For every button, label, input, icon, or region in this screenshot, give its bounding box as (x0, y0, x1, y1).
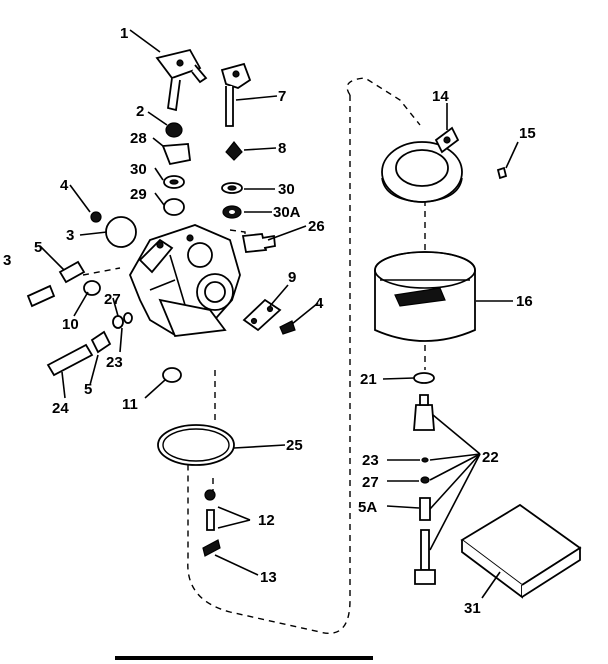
part-3-throttle-plate (90, 211, 137, 248)
label-21: 21 (360, 371, 377, 388)
label-14: 14 (432, 88, 449, 105)
label-5-lower: 5 (84, 381, 92, 398)
part-14-cover (381, 126, 508, 203)
part-9-plate (242, 298, 296, 335)
label-16: 16 (516, 293, 533, 310)
label-3-upper: 3 (66, 227, 74, 244)
part-7-shaft (220, 62, 252, 127)
label-24: 24 (52, 400, 69, 417)
bottom-rule (115, 656, 373, 660)
label-2: 2 (136, 103, 144, 120)
label-11: 11 (122, 396, 138, 413)
part-12-13 (202, 489, 221, 557)
label-15: 15 (519, 125, 536, 142)
leader-lines (39, 29, 519, 599)
label-3-left: 3 (3, 252, 11, 269)
label-28: 28 (130, 130, 147, 147)
label-5A: 5A (358, 499, 377, 516)
left-stack-parts (161, 122, 191, 216)
label-5-upper: 5 (34, 239, 42, 256)
part-26-fitting (241, 233, 276, 253)
label-30-left: 30 (130, 161, 147, 178)
label-7: 7 (278, 88, 286, 105)
label-12: 12 (258, 512, 275, 529)
label-23-left: 23 (106, 354, 123, 371)
left-side-screws (26, 260, 133, 377)
label-8: 8 (278, 140, 286, 157)
label-27-right: 27 (362, 474, 379, 491)
part-1-bracket (155, 48, 208, 112)
label-13: 13 (260, 569, 277, 586)
label-30A: 30A (273, 204, 301, 221)
label-4-left: 4 (60, 177, 69, 194)
label-29: 29 (130, 186, 147, 203)
label-26: 26 (308, 218, 325, 235)
middle-stack-parts (221, 141, 243, 219)
part-labels: 1 2 28 30 29 4 3 7 8 30 30A 26 9 4 5 3 1… (3, 25, 536, 617)
label-9: 9 (288, 269, 296, 286)
label-4-right: 4 (315, 295, 324, 312)
label-27-left: 27 (104, 291, 121, 308)
label-10: 10 (62, 316, 79, 333)
carburetor-body (129, 224, 241, 337)
label-23-right: 23 (362, 452, 379, 469)
label-1: 1 (120, 25, 128, 42)
label-31: 31 (464, 600, 481, 617)
part-11-and-25 (157, 367, 235, 466)
part-16-bowl (374, 251, 476, 342)
part-31-kit (460, 503, 582, 599)
label-22: 22 (482, 449, 499, 466)
label-30-middle: 30 (278, 181, 295, 198)
label-25: 25 (286, 437, 303, 454)
